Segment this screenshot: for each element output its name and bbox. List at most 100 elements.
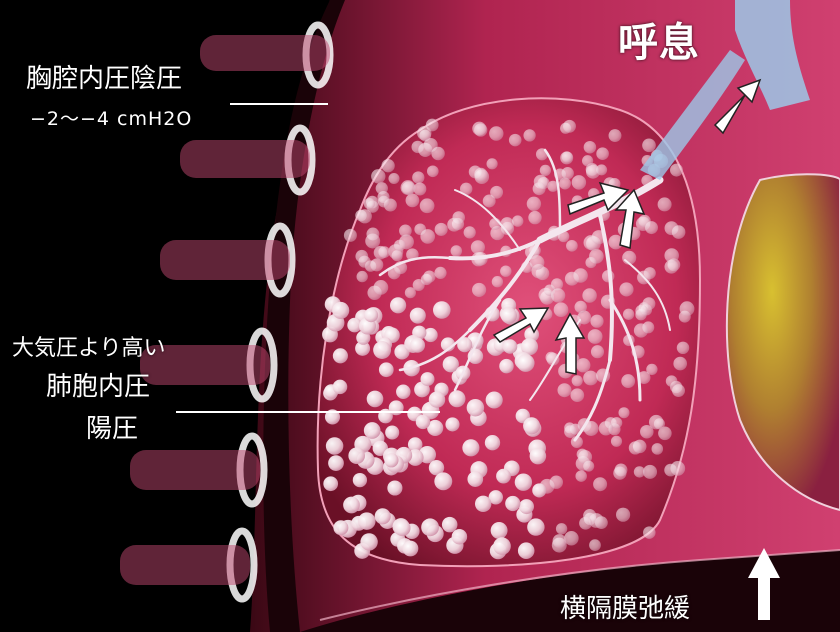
- alveolus: [451, 245, 462, 256]
- alveolus: [462, 439, 479, 456]
- alveolus: [435, 223, 448, 236]
- alveolus: [399, 224, 412, 237]
- alveolus: [645, 221, 658, 234]
- alveolus: [475, 496, 491, 512]
- alveolus: [554, 302, 569, 317]
- alveolus: [433, 301, 451, 319]
- alveolus: [672, 384, 685, 397]
- alveolus: [416, 415, 430, 429]
- alveolus: [575, 301, 587, 313]
- alveolus: [572, 375, 583, 386]
- alveolus: [394, 520, 410, 536]
- alveolus: [582, 155, 593, 166]
- alveolus: [500, 265, 511, 276]
- alveolus: [623, 309, 634, 320]
- alveolus: [358, 256, 370, 268]
- alveolus: [613, 466, 626, 479]
- alveolus: [570, 388, 584, 402]
- alveolus: [333, 380, 348, 395]
- alveolus: [533, 182, 546, 195]
- alveolus: [378, 246, 390, 258]
- alveolus: [562, 151, 573, 162]
- alveolus: [562, 167, 574, 179]
- alveolus: [642, 138, 656, 152]
- alveolus: [558, 383, 572, 397]
- alveolus: [410, 338, 425, 353]
- alveolus: [434, 267, 446, 279]
- alveolus: [427, 165, 439, 177]
- intrathoracic-pressure-label: 胸腔内圧陰圧: [26, 58, 182, 95]
- alveolus: [417, 126, 431, 140]
- alveolus: [563, 120, 576, 133]
- alveolus: [505, 496, 520, 511]
- alveolus: [344, 229, 357, 242]
- alveolus: [575, 470, 586, 481]
- alveolus: [503, 339, 518, 354]
- alveolus: [421, 518, 439, 536]
- alveolus: [467, 399, 484, 416]
- alveolus: [634, 466, 645, 477]
- alveolus: [591, 345, 604, 358]
- intrathoracic-pressure-value: −2〜−4 cmH2O: [30, 104, 192, 131]
- alveolus: [618, 407, 629, 418]
- alveolus: [585, 257, 596, 268]
- alveolus: [579, 517, 592, 530]
- alveolus: [402, 541, 418, 557]
- phase-title: 呼息: [618, 10, 700, 68]
- alveolus: [485, 435, 500, 450]
- alveolus: [333, 348, 348, 363]
- alveolus: [523, 417, 540, 434]
- alveolus: [486, 391, 503, 408]
- alveolus: [590, 315, 603, 328]
- alveolus: [431, 147, 444, 160]
- alveolus: [373, 341, 391, 359]
- alveolus: [523, 129, 535, 141]
- alveolus: [664, 260, 678, 274]
- alveolus: [519, 499, 534, 514]
- alveolus: [499, 359, 513, 373]
- alveolus: [323, 476, 338, 491]
- alveolus: [375, 508, 391, 524]
- alveolus: [364, 308, 378, 322]
- alveolus: [384, 453, 398, 467]
- alveolus: [385, 425, 399, 439]
- alveolus: [381, 159, 394, 172]
- alveolus: [388, 173, 399, 184]
- alveolus: [472, 283, 486, 297]
- alveolus: [333, 520, 348, 535]
- alveolus: [374, 280, 389, 295]
- alveolus: [410, 308, 426, 324]
- alveolus: [550, 475, 563, 488]
- alveolus: [573, 268, 588, 283]
- alveolus: [445, 417, 459, 431]
- alveolus: [413, 183, 426, 196]
- alveolus: [582, 288, 596, 302]
- alveolus: [635, 305, 648, 318]
- alveolus: [540, 165, 551, 176]
- alveolus: [515, 474, 532, 491]
- alveolus: [584, 141, 596, 153]
- alveolus: [589, 539, 601, 551]
- alveolus: [378, 196, 390, 208]
- alveolus: [512, 215, 523, 226]
- alveolus: [527, 518, 544, 535]
- alveolus: [402, 181, 415, 194]
- alveolus: [464, 226, 476, 238]
- alveolus: [474, 168, 487, 181]
- diaphragm-relaxation-label: 横隔膜弛緩: [560, 588, 690, 625]
- alveolus: [616, 508, 630, 522]
- alveolus: [643, 526, 656, 539]
- alveolus: [677, 342, 689, 354]
- alveolus: [491, 522, 508, 539]
- alveolus: [672, 225, 686, 239]
- alveolus: [629, 441, 642, 454]
- alveolus: [326, 437, 343, 454]
- alveolus: [583, 371, 598, 386]
- alveolus: [654, 418, 665, 429]
- alveolus: [332, 302, 349, 319]
- alveolus: [509, 134, 522, 147]
- alveolus: [609, 129, 622, 142]
- alveolus: [640, 425, 654, 439]
- alveolus: [646, 364, 657, 375]
